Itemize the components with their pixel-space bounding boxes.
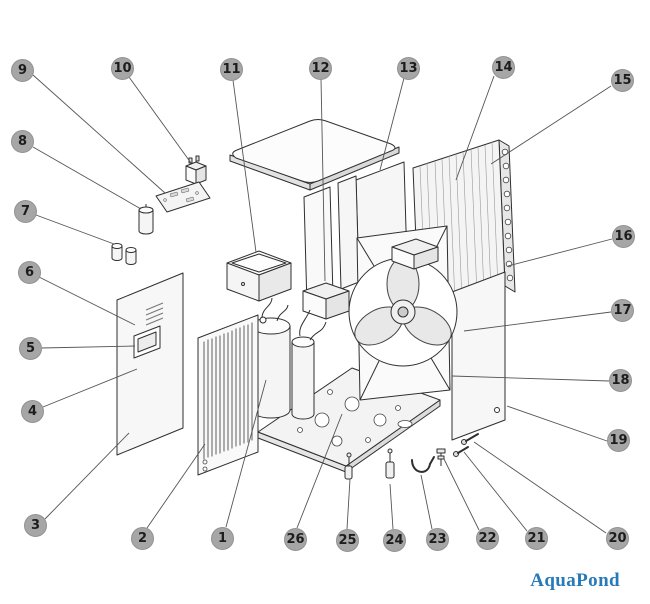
callout-18: 18 xyxy=(609,369,632,392)
water-sensor xyxy=(385,448,395,479)
callout-23: 23 xyxy=(426,528,449,551)
relay xyxy=(185,155,207,185)
left-cabinet-panel xyxy=(116,272,184,456)
callout-25: 25 xyxy=(336,529,359,552)
callout-14: 14 xyxy=(492,56,515,79)
right-side-panel xyxy=(451,271,506,441)
fan-assembly xyxy=(348,225,458,401)
small-capacitors xyxy=(111,243,137,265)
fan-blades xyxy=(354,257,452,346)
screw-small xyxy=(453,446,469,457)
pcb-board xyxy=(155,181,211,213)
top-cover xyxy=(229,119,400,191)
callout-16: 16 xyxy=(612,225,635,248)
callout-22: 22 xyxy=(476,527,499,550)
callout-2: 2 xyxy=(131,527,154,550)
callout-4: 4 xyxy=(21,400,44,423)
drain-elbow xyxy=(411,456,435,473)
callout-5: 5 xyxy=(19,337,42,360)
callout-21: 21 xyxy=(525,527,548,550)
control-tray xyxy=(226,250,292,302)
leader-lines xyxy=(32,74,613,534)
accumulator-tank xyxy=(291,309,327,420)
callout-13: 13 xyxy=(397,57,420,80)
callout-12: 12 xyxy=(309,57,332,80)
callout-26: 26 xyxy=(284,528,307,551)
callout-9: 9 xyxy=(11,59,34,82)
screw-set xyxy=(461,433,479,445)
callout-8: 8 xyxy=(11,130,34,153)
front-grill-panel xyxy=(197,314,259,476)
callout-1: 1 xyxy=(211,527,234,550)
electrical-box xyxy=(302,282,350,320)
callout-15: 15 xyxy=(611,69,634,92)
callout-10: 10 xyxy=(111,57,134,80)
display-window xyxy=(133,325,161,359)
callout-19: 19 xyxy=(607,429,630,452)
temp-sensor xyxy=(344,452,353,480)
callout-3: 3 xyxy=(24,514,47,537)
callout-6: 6 xyxy=(18,261,41,284)
callout-20: 20 xyxy=(606,527,629,550)
callout-17: 17 xyxy=(611,299,634,322)
capacitor xyxy=(138,204,154,235)
valve-fitting xyxy=(436,448,446,466)
callout-24: 24 xyxy=(383,529,406,552)
fan-motor-mount xyxy=(391,238,439,270)
brand-logo: AquaPond xyxy=(530,570,620,591)
callout-7: 7 xyxy=(14,200,37,223)
callout-11: 11 xyxy=(220,58,243,81)
